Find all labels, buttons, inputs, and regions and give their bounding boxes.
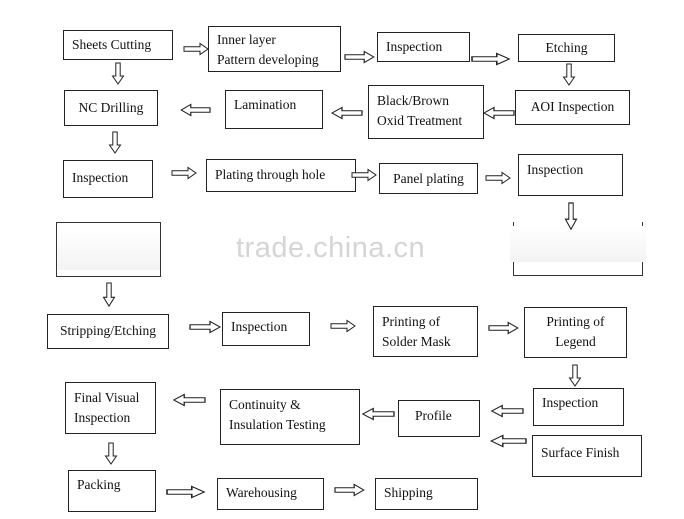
step-label: Lamination [234,97,297,112]
arrow-right-icon [485,172,511,184]
arrow-down-icon [102,282,116,307]
arrow-down-icon [112,62,124,85]
step-printing-legend: Printing of Legend [524,307,627,358]
step-label: Surface Finish [541,445,620,460]
watermark-fade-left [57,230,160,270]
arrow-right-icon [488,321,519,335]
step-label: Inspection [386,39,443,54]
step-warehousing: Warehousing [217,478,324,510]
step-packing: Packing [68,470,156,512]
step-label: Etching [545,40,588,55]
step-label-line1: Continuity & [229,397,301,412]
step-label: Packing [77,477,121,492]
step-shipping: Shipping [375,478,478,510]
arrow-left-icon [173,393,206,407]
step-label-line2: Pattern developing [217,52,319,67]
arrow-right-icon [189,320,221,334]
arrow-down-icon [105,442,117,465]
step-label-line2: Oxid Treatment [377,113,463,128]
step-continuity-insulation-testing: Continuity & Insulation Testing [220,389,360,445]
step-label: Panel plating [393,171,464,186]
step-label: Profile [415,408,452,423]
step-stripping-etching: Stripping/Etching [47,314,169,349]
arrow-down-icon [109,131,121,154]
step-surface-finish: Surface Finish [532,435,642,477]
step-label: Inspection [527,162,584,177]
step-inspection-3: Inspection [518,154,623,196]
arrow-left-icon [490,434,527,448]
step-label: Inspection [542,395,599,410]
arrow-right-icon [334,483,365,497]
step-plating-through-hole: Plating through hole [206,159,356,192]
step-lamination: Lamination [225,90,323,129]
arrow-down-icon [563,63,575,86]
step-label-line2: Legend [555,334,596,349]
arrow-right-icon [171,167,197,179]
step-label-line2: Inspection [74,410,131,425]
step-label: Sheets Cutting [72,37,152,52]
step-label-line1: Black/Brown [377,93,449,108]
step-label-line1: Inner layer [217,32,276,47]
arrow-right-icon [183,43,209,55]
step-label: AOI Inspection [530,99,615,114]
arrow-right-icon [166,485,205,499]
step-inspection-5: Inspection [533,388,624,426]
step-label: Warehousing [226,485,297,500]
step-nc-drilling: NC Drilling [64,90,158,126]
step-panel-plating: Panel plating [379,163,478,194]
step-inspection-1: Inspection [377,32,470,62]
step-inspection-4: Inspection [222,312,310,346]
step-label: Inspection [231,319,288,334]
step-etching: Etching [518,34,615,62]
step-label-line1: Printing of [546,314,605,329]
step-printing-solder-mask: Printing of Solder Mask [373,306,478,357]
watermark-text: trade.china.cn [236,232,426,264]
watermark-fade-right [510,226,646,262]
step-aoi-inspection: AOI Inspection [515,90,630,125]
step-final-visual-inspection: Final Visual Inspection [65,382,156,434]
step-inspection-2: Inspection [63,160,153,198]
step-inner-layer: Inner layer Pattern developing [208,26,341,72]
arrow-down-icon [569,364,581,387]
arrow-left-icon [331,106,363,120]
step-label: Shipping [384,485,433,500]
step-sheets-cutting: Sheets Cutting [63,30,173,60]
step-label: NC Drilling [78,100,144,115]
arrow-left-icon [180,103,211,117]
step-label-line1: Final Visual [74,390,140,405]
arrow-right-icon [471,52,510,66]
step-label-line1: Printing of [382,314,441,329]
step-label: Stripping/Etching [60,323,156,338]
arrow-left-icon [362,407,395,421]
step-label-line2: Solder Mask [382,334,451,349]
arrow-right-icon [344,50,375,64]
arrow-left-icon [483,106,515,120]
step-label: Inspection [72,170,129,185]
step-profile: Profile [398,400,480,437]
step-label: Plating through hole [215,167,326,182]
step-label-line2: Insulation Testing [229,417,326,432]
step-black-brown-oxide: Black/Brown Oxid Treatment [368,85,484,139]
arrow-right-icon [330,320,356,332]
arrow-left-icon [491,404,524,418]
